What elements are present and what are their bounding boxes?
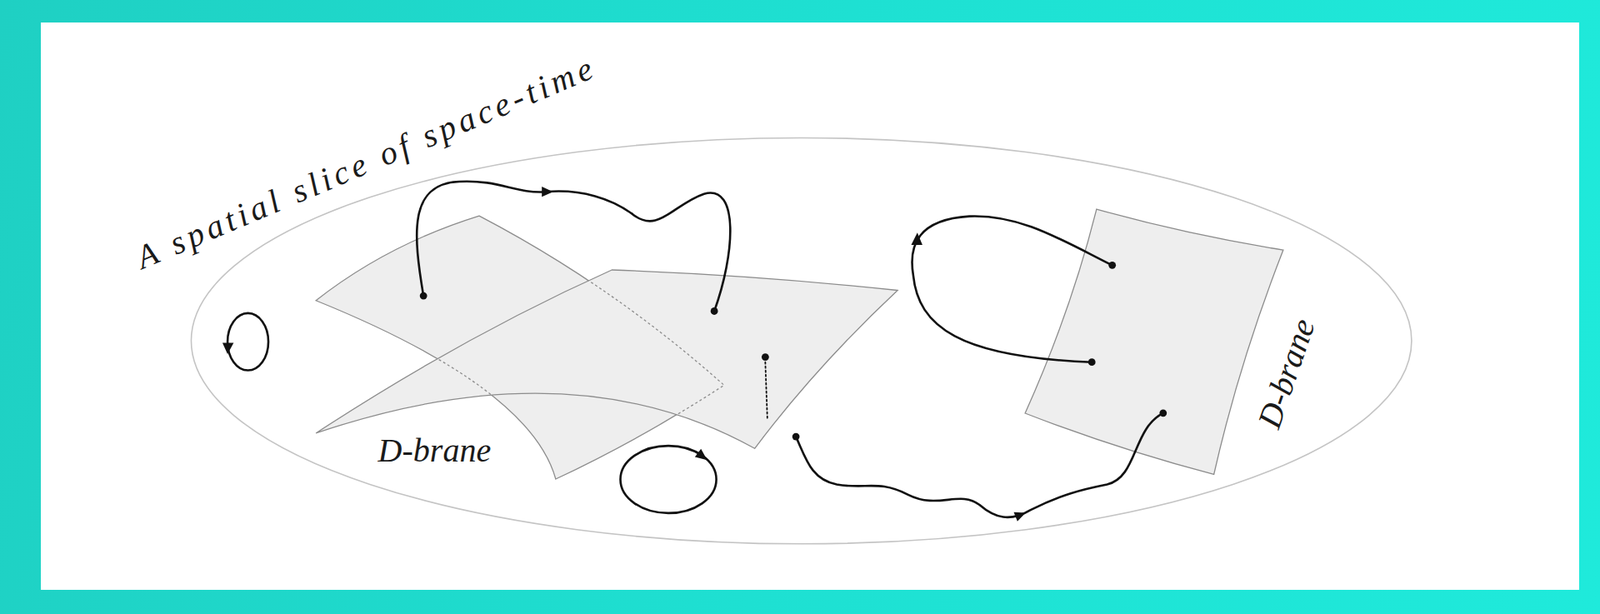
region-title: A spatial slice of space-time	[130, 48, 602, 276]
region-title-holder: A spatial slice of space-time	[130, 48, 602, 276]
open-string-connector	[795, 413, 1164, 518]
closed-string	[227, 313, 269, 371]
orientation-arrow	[222, 342, 234, 354]
string-endpoint	[761, 353, 770, 361]
orientation-arrow	[910, 232, 922, 245]
open-string	[912, 215, 1113, 362]
closed-string	[620, 445, 716, 514]
string-endpoint	[1108, 261, 1116, 270]
orientation-arrow	[695, 449, 708, 460]
orientation-arrow	[1014, 512, 1026, 522]
open-string	[416, 181, 730, 312]
brane-label: D-brane	[1250, 314, 1323, 433]
brane-label-holder: D-brane	[378, 432, 492, 470]
d-brane-sheet: D-brane	[1020, 204, 1289, 480]
orientation-arrow	[541, 186, 553, 197]
node-outline	[1020, 204, 1289, 480]
short-string	[765, 362, 767, 419]
brane-label-holder: D-brane	[1250, 314, 1323, 434]
string-endpoint	[710, 307, 719, 315]
string-endpoint	[792, 433, 800, 441]
brane-label: D-brane	[378, 432, 492, 470]
string-endpoint	[1088, 358, 1096, 366]
d-brane-sheets: D-brane	[310, 210, 903, 485]
string-endpoint	[1159, 409, 1167, 417]
string-endpoint	[420, 292, 428, 300]
space-slice-ellipse: A spatial slice of space-timeD-braneD-br…	[189, 135, 1414, 546]
string-connector-group	[792, 409, 1167, 521]
